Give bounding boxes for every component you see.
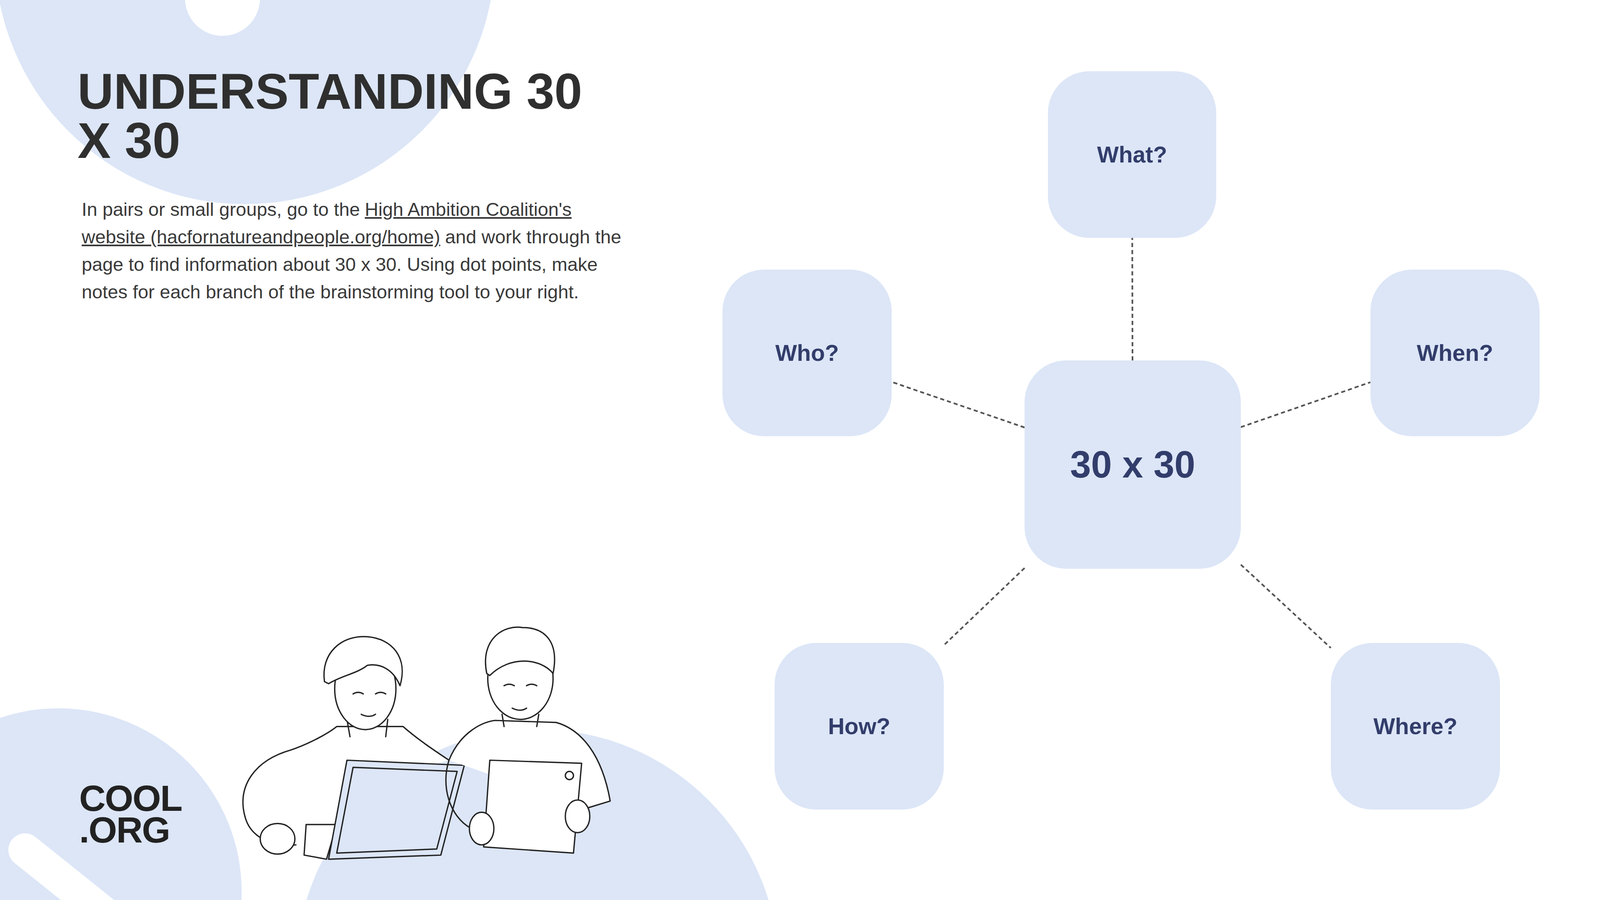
line-art (242, 627, 610, 860)
laptop-screen (336, 767, 458, 854)
laptop (328, 760, 465, 860)
topic-label: 30 x 30 (1070, 443, 1195, 487)
dashed-connector (1131, 237, 1134, 361)
left-face (352, 692, 386, 717)
question-label: When? (1416, 339, 1493, 367)
logo-text: .ORG (79, 814, 182, 846)
right-hand-right (565, 800, 590, 833)
right-arm (445, 760, 472, 829)
question-box: How? (774, 642, 944, 810)
tablet-camera (565, 771, 574, 780)
question-box: Where? (1330, 642, 1500, 810)
question-label: How? (827, 712, 891, 740)
left-hand (260, 823, 295, 854)
right-hair (485, 627, 555, 676)
instructions: In pairs or small groups, go to theHigh … (81, 195, 628, 306)
question-box: When? (1370, 269, 1540, 437)
slide-title: UNDERSTANDING 30 X 30 (77, 66, 603, 165)
right-hand-left (469, 812, 495, 845)
white-dot (185, 0, 260, 36)
dashed-connector (943, 567, 1025, 646)
left-hair (324, 636, 403, 686)
corner-blob (0, 708, 242, 900)
logo-text: COOL (79, 782, 182, 815)
question-label: What? (1097, 141, 1168, 168)
right-face (504, 684, 537, 710)
question-label: Who? (775, 339, 840, 367)
central-topic-box: 30 x 30 (1024, 360, 1241, 569)
cool-logo: COOL.ORG (79, 782, 182, 846)
white-stripe (25, 850, 109, 900)
question-label: Where? (1373, 712, 1458, 740)
question-box: Who? (722, 269, 892, 437)
dashed-connector (891, 382, 1025, 428)
instruction-text: In pairs or small groups, go to the (81, 198, 360, 220)
dashed-connector (1240, 564, 1331, 648)
question-box: What? (1047, 71, 1217, 238)
dashed-connector (1240, 382, 1371, 428)
